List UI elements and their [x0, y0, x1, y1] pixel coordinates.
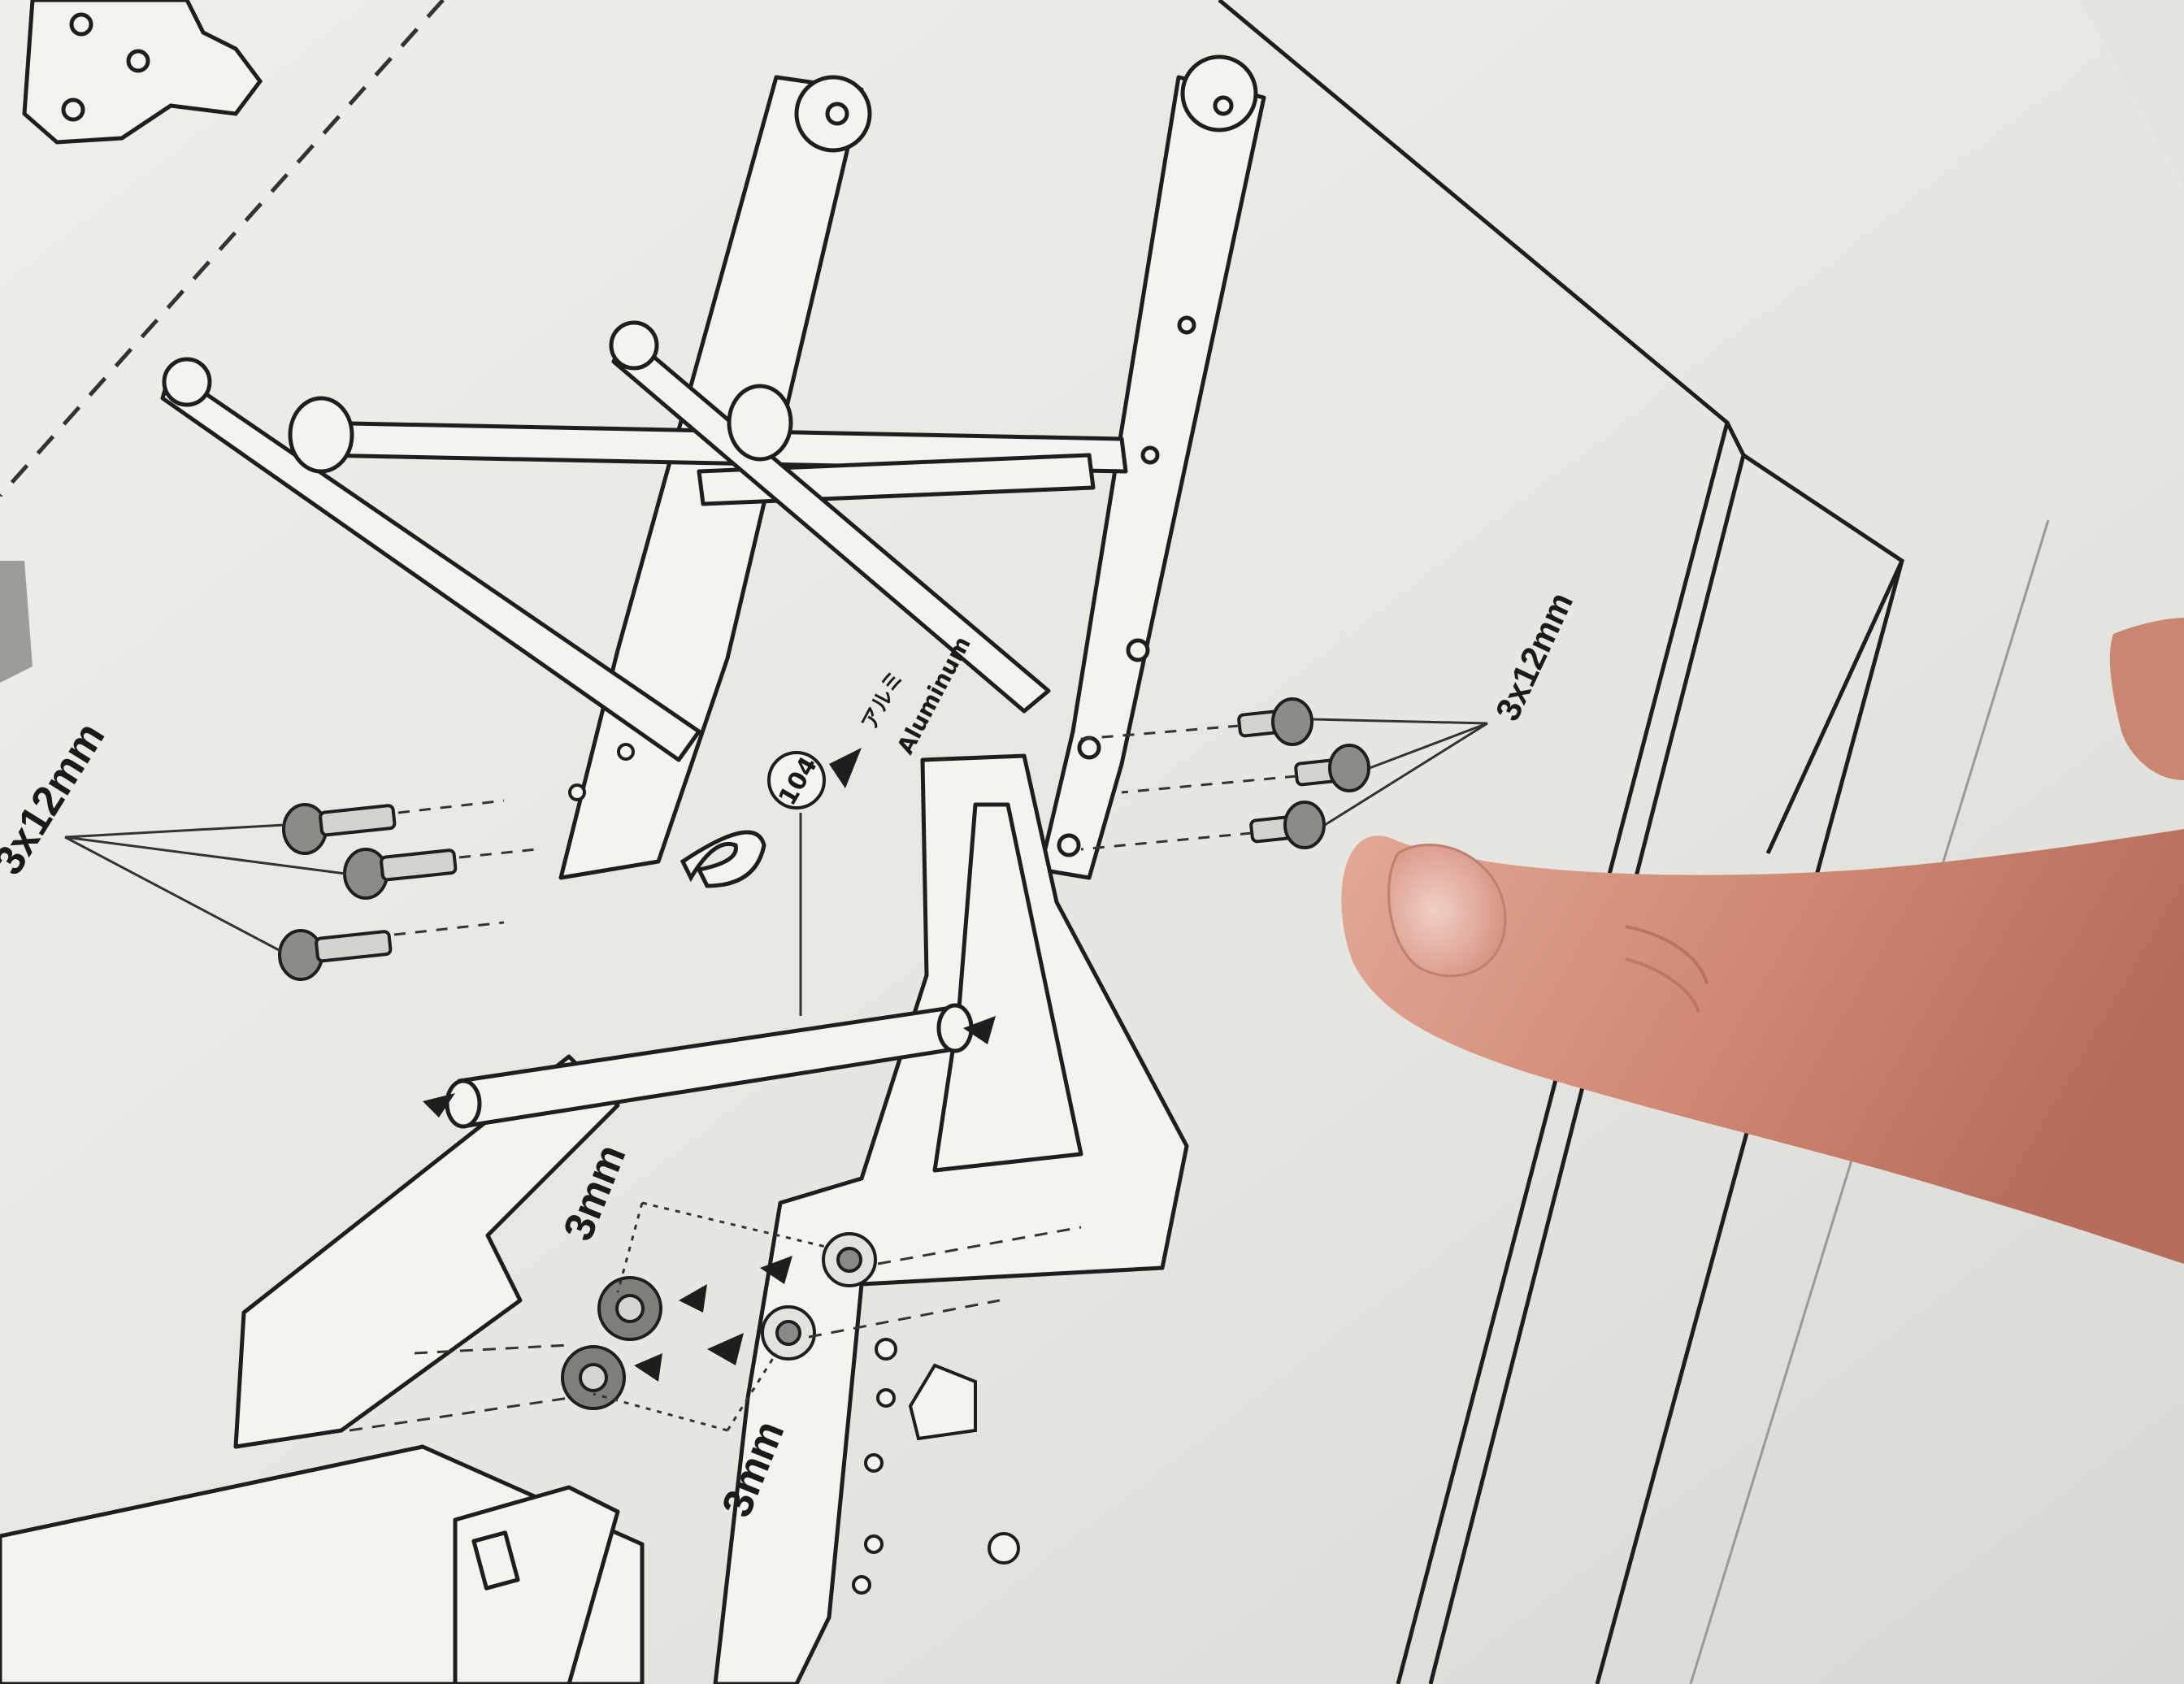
nuts-group: [561, 1232, 877, 1410]
pointing-finger: [1341, 618, 2184, 1264]
dashed-guide-line: [0, 0, 445, 497]
screws-right-group: [1072, 697, 1488, 851]
nut-leader-lines: [593, 1201, 830, 1432]
chassis-holes: [568, 743, 1020, 1595]
spacer-1: [822, 1232, 877, 1287]
screw-left-3: [278, 929, 393, 981]
screw-left-2: [343, 848, 458, 900]
part-number-arrow: [829, 748, 862, 788]
bracket-part-top-left: [22, 0, 263, 145]
screw-right-3: [1249, 801, 1326, 849]
part-number-circle: [767, 751, 826, 809]
screw-right-2: [1294, 744, 1370, 792]
nut-2: [561, 1345, 626, 1410]
spacer-2: [761, 1305, 816, 1361]
grey-tab: [0, 561, 33, 683]
screw-right-1: [1237, 697, 1313, 746]
assembly-dashed-lines: [349, 1226, 1082, 1432]
screw-left-1: [282, 803, 397, 855]
frame-assembly: [0, 54, 1266, 1684]
direction-arrows: [423, 1016, 996, 1382]
nut-1: [597, 1276, 662, 1341]
screws-left-group: [64, 799, 537, 981]
hook-clip: [680, 830, 766, 888]
fingernail: [1387, 844, 1507, 978]
